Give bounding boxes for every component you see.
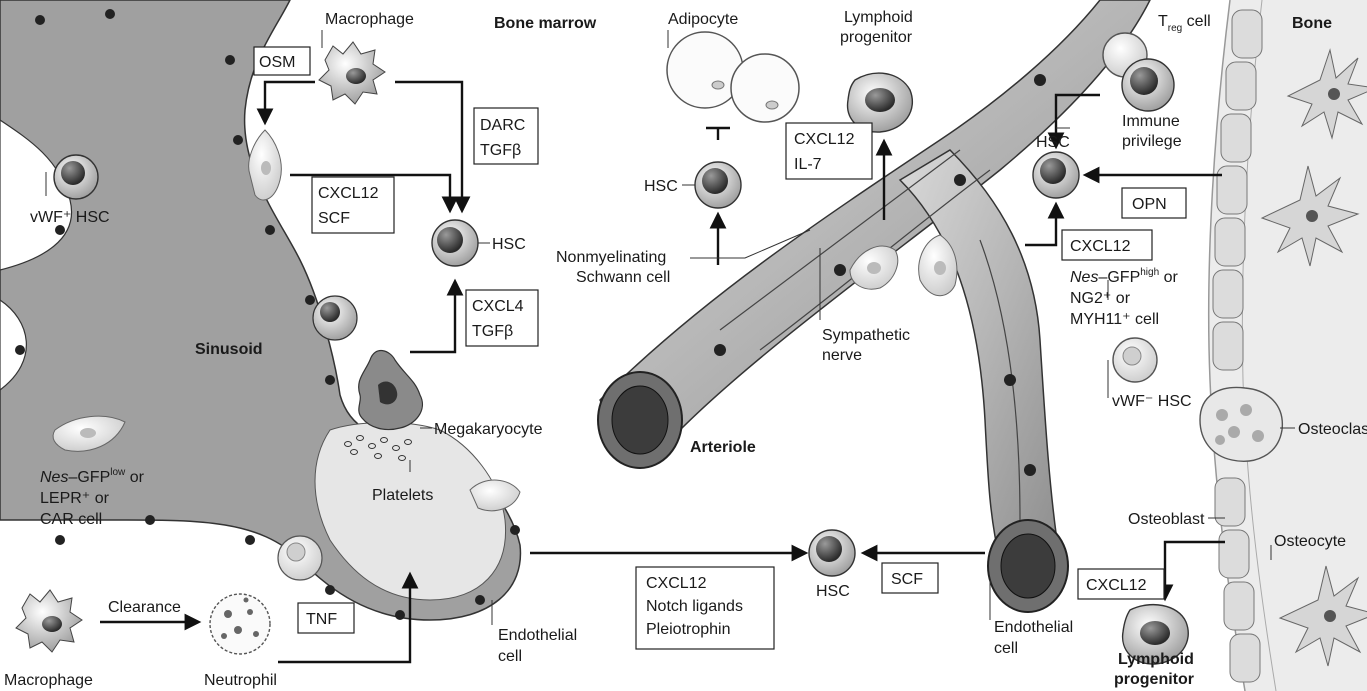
lymphoid-bottom-label-1: Lymphoid <box>1118 651 1194 668</box>
macrophage-top-cell <box>319 42 385 104</box>
bone-label: Bone <box>1292 15 1332 32</box>
clearance-label: Clearance <box>108 599 181 616</box>
arteriole-label: Arteriole <box>690 439 756 456</box>
bone-marrow-label: Bone marrow <box>494 15 597 32</box>
hsc-center-cell <box>432 220 478 266</box>
vwf-negative-hsc-label: vWF⁻ HSC <box>1112 393 1192 410</box>
osteoclast-label: Osteoclast <box>1298 421 1367 438</box>
hsc-center-label: HSC <box>492 236 526 253</box>
endothelial-label-2a: Endothelial <box>994 619 1073 636</box>
vwf-positive-hsc-label: vWF⁺ HSC <box>30 209 110 226</box>
nes-low-line-1: Nes–GFPlow or <box>40 467 145 486</box>
nes-low-line-2: LEPR⁺ or <box>40 490 110 507</box>
cxcl12-notch-label-1: CXCL12 <box>646 575 707 592</box>
cxcl12-il7-label-2: IL-7 <box>794 156 822 173</box>
nes-low-line-3: CAR cell <box>40 511 102 528</box>
cxcl12-il7-label-1: CXCL12 <box>794 131 855 148</box>
vwf-positive-hsc-cell <box>54 155 98 199</box>
endothelial-label-1b: cell <box>498 648 522 665</box>
platelets-label: Platelets <box>372 487 433 504</box>
osteocyte-label: Osteocyte <box>1274 533 1346 550</box>
sinusoid-label: Sinusoid <box>195 341 263 358</box>
lymphoid-top-label-2: progenitor <box>840 29 913 46</box>
macrophage-bottom-label: Macrophage <box>4 672 93 689</box>
cxcl4-label: CXCL4 <box>472 298 524 315</box>
hsc-bottom-cell <box>809 530 855 576</box>
darc-label: DARC <box>480 117 525 134</box>
lymphoid-bottom-label-2: progenitor <box>1114 671 1194 688</box>
immune-label-2: privilege <box>1122 133 1182 150</box>
treg-label: Treg cell <box>1158 13 1211 34</box>
hsc-right-label: HSC <box>1036 134 1070 151</box>
endothelial-label-2b: cell <box>994 640 1018 657</box>
hsc-adipocyte-cell <box>695 162 741 208</box>
cxcl12-osteo-label: CXCL12 <box>1086 577 1147 594</box>
hsc-right-cell <box>1033 152 1079 198</box>
tnf-label: TNF <box>306 611 337 628</box>
cxcl12-notch-label-2: Notch ligands <box>646 598 743 615</box>
cxcl12-right-label: CXCL12 <box>1070 238 1131 255</box>
sympathetic-label-2: nerve <box>822 347 862 364</box>
hsc-bottom-label: HSC <box>816 583 850 600</box>
hsc-adipocyte-label: HSC <box>644 178 678 195</box>
sympathetic-label-1: Sympathetic <box>822 327 910 344</box>
nes-high-line-3: MYH11⁺ cell <box>1070 311 1159 328</box>
cxcl12-scf-label-2: SCF <box>318 210 350 227</box>
nes-high-line-2: NG2⁺ or <box>1070 290 1131 307</box>
megakaryocyte-cell <box>359 351 423 430</box>
cxcl12-scf-label-1: CXCL12 <box>318 185 379 202</box>
endothelial-label-1a: Endothelial <box>498 627 577 644</box>
nonmyelinating-label-2: Schwann cell <box>576 269 670 286</box>
osteoclast-cell <box>1200 387 1282 461</box>
neutrophil-cell <box>210 594 270 654</box>
adipocyte-label: Adipocyte <box>668 11 738 28</box>
vwf-negative-hsc-cell <box>1113 338 1157 382</box>
adipocyte-cells <box>667 32 799 122</box>
megakaryocyte-label: Megakaryocyte <box>434 421 543 438</box>
opn-label: OPN <box>1132 196 1167 213</box>
macrophage-bottom-cell <box>16 590 82 652</box>
tgfb-label-2: TGFβ <box>472 323 513 340</box>
nes-high-line-1: Nes–GFPhigh or <box>1070 267 1179 286</box>
lymphoid-top-label-1: Lymphoid <box>844 9 913 26</box>
osm-label: OSM <box>259 54 295 71</box>
osteoblast-label: Osteoblast <box>1128 511 1205 528</box>
cxcl12-notch-label-3: Pleiotrophin <box>646 621 731 638</box>
macrophage-top-label: Macrophage <box>325 11 414 28</box>
nonmyelinating-label-1: Nonmyelinating <box>556 249 666 266</box>
treg-cells <box>1103 33 1174 111</box>
immune-label-1: Immune <box>1122 113 1180 130</box>
tgfb-label-1: TGFβ <box>480 142 521 159</box>
neutrophil-label: Neutrophil <box>204 672 277 689</box>
scf-bottom-label: SCF <box>891 571 923 588</box>
